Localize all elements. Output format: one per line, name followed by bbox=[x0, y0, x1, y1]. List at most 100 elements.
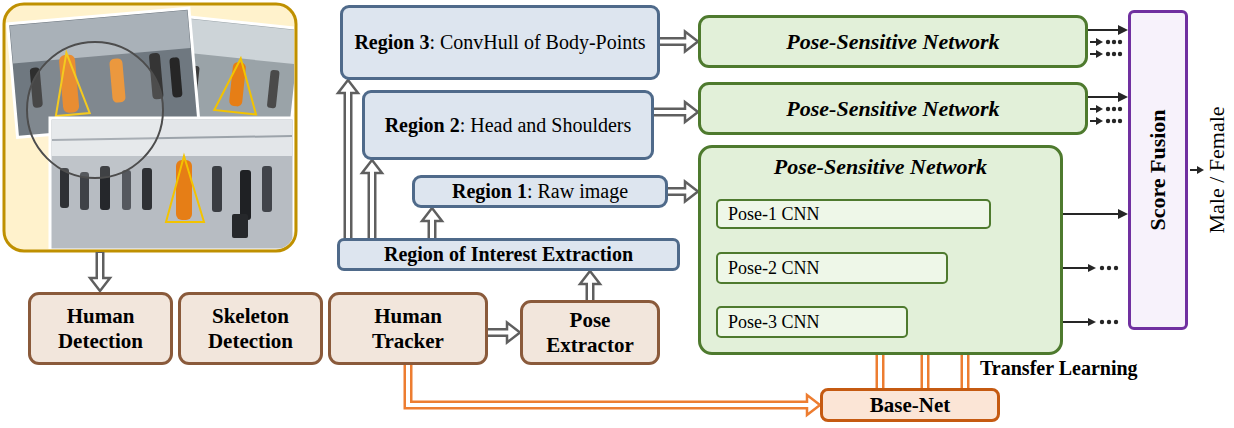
annotation-label: Transfer Learning bbox=[980, 357, 1138, 380]
connector-core bbox=[370, 171, 374, 238]
ellipsis-dot bbox=[1112, 119, 1116, 123]
node-label: Region 1 bbox=[452, 180, 527, 202]
ellipsis-dot bbox=[1114, 266, 1118, 270]
node-label: Human Detection bbox=[58, 304, 143, 352]
node-label: : ConvHull of Body-Points bbox=[429, 31, 645, 53]
ellipsis-dot bbox=[1107, 266, 1111, 270]
ellipsis-dot bbox=[1112, 40, 1116, 44]
node-text: Score Fusion bbox=[1145, 109, 1170, 230]
arrow-head bbox=[1118, 92, 1128, 102]
connector-line bbox=[1088, 29, 1118, 31]
node-label: Pose-3 CNN bbox=[728, 312, 820, 332]
output-label: Male / Female bbox=[1204, 106, 1229, 233]
tracked-person bbox=[176, 160, 192, 220]
crowd bbox=[122, 170, 131, 210]
output-head bbox=[1096, 50, 1103, 58]
connector-line bbox=[1088, 96, 1118, 98]
node-label: Base-Net bbox=[870, 393, 950, 417]
node-text: Region 3: ConvHull of Body-Points bbox=[354, 31, 645, 54]
ellipsis-dot bbox=[1106, 40, 1110, 44]
arrow-head bbox=[1118, 25, 1128, 35]
region-box: Region 3: ConvHull of Body-Points bbox=[340, 5, 660, 80]
score-arrow bbox=[1088, 25, 1128, 35]
person bbox=[169, 57, 182, 98]
connector-core bbox=[346, 91, 350, 238]
process-box: Human Detection bbox=[28, 292, 173, 365]
node-text: Pose-Sensitive Network bbox=[786, 29, 999, 54]
ellipsis-dot bbox=[1112, 107, 1116, 111]
ellipsis-dot bbox=[1118, 52, 1122, 56]
network-box: Pose-Sensitive Network bbox=[698, 82, 1088, 135]
cnn-box: Pose-2 CNN bbox=[716, 252, 948, 284]
node-text: Pose-3 CNN bbox=[728, 312, 820, 333]
photo-ceiling bbox=[182, 19, 294, 65]
input-arrow bbox=[90, 252, 110, 291]
skeleton-triangle bbox=[166, 156, 204, 222]
connector-core bbox=[668, 190, 687, 194]
output-head bbox=[1096, 38, 1103, 46]
connector-core bbox=[654, 110, 687, 114]
node-label: Pose-1 CNN bbox=[728, 204, 820, 224]
output-head bbox=[1088, 318, 1096, 326]
node-label: Skeleton Detection bbox=[208, 304, 293, 352]
node-text: Human Tracker bbox=[337, 304, 479, 352]
flow-arrow bbox=[338, 80, 358, 238]
node-text: Human Detection bbox=[37, 304, 164, 352]
region-box: Region 1: Raw image bbox=[412, 175, 668, 208]
ellipsis-dot bbox=[1100, 320, 1104, 324]
node-label: Human Tracker bbox=[372, 304, 444, 352]
node-text: Region of Interest Extraction bbox=[384, 243, 633, 266]
ellipsis-dot bbox=[1112, 52, 1116, 56]
suitcase bbox=[232, 214, 248, 238]
ellipsis-dot bbox=[1106, 107, 1110, 111]
person bbox=[267, 70, 280, 109]
fusion-box: Score Fusion bbox=[1128, 10, 1188, 330]
node-label: : Head and Shoulders bbox=[460, 114, 632, 136]
output-line bbox=[1190, 169, 1197, 171]
node-label: : Raw image bbox=[527, 180, 628, 202]
connector-line bbox=[408, 365, 807, 405]
output-head bbox=[1096, 105, 1103, 113]
ellipsis-dot bbox=[1106, 119, 1110, 123]
output-head bbox=[1088, 264, 1096, 272]
network-container: Pose-Sensitive NetworkPose-1 CNN Pose-2 C… bbox=[698, 145, 1063, 355]
node-text: Pose-1 CNN bbox=[728, 204, 820, 225]
process-box: Human Tracker bbox=[328, 292, 488, 365]
node-text: Pose Extractor bbox=[529, 308, 651, 356]
network-box: Pose-Sensitive Network bbox=[698, 15, 1088, 68]
output-line bbox=[1090, 53, 1096, 55]
ellipsis-dot bbox=[1118, 119, 1122, 123]
connector-core bbox=[588, 282, 592, 300]
node-text: Base-Net bbox=[870, 393, 950, 417]
output-line bbox=[1090, 120, 1096, 122]
ellipsis-dot bbox=[1114, 320, 1118, 324]
crowd bbox=[212, 166, 222, 212]
flow-arrow bbox=[488, 323, 520, 343]
process-box: Skeleton Detection bbox=[178, 292, 323, 365]
transfer-arrow bbox=[408, 365, 820, 415]
connector-core bbox=[488, 331, 509, 335]
node-text: Region 1: Raw image bbox=[452, 180, 628, 203]
flow-arrow bbox=[660, 32, 698, 52]
node-label: Region 3 bbox=[354, 31, 429, 53]
process-box: Pose Extractor bbox=[520, 300, 660, 365]
score-arrow bbox=[1088, 92, 1128, 102]
node-text: Skeleton Detection bbox=[187, 304, 314, 352]
base-net-box: Base-Net bbox=[820, 388, 1000, 422]
crowd bbox=[60, 168, 69, 208]
node-label: Score Fusion bbox=[1145, 109, 1170, 230]
node-label: Pose Extractor bbox=[546, 308, 633, 356]
node-label: Pose-Sensitive Network bbox=[774, 154, 987, 179]
ellipsis-dot bbox=[1118, 40, 1122, 44]
ellipsis-dot bbox=[1106, 52, 1110, 56]
arrow-core bbox=[98, 253, 102, 280]
node-label: Pose-Sensitive Network bbox=[786, 29, 999, 54]
node-label: Pose-Sensitive Network bbox=[786, 96, 999, 121]
node-label: Pose-2 CNN bbox=[728, 258, 820, 278]
crowd bbox=[262, 166, 272, 212]
arrow-shaft bbox=[96, 252, 105, 279]
flow-arrow bbox=[654, 102, 698, 122]
process-box: Region of Interest Extraction bbox=[337, 238, 680, 271]
flow-arrow bbox=[422, 208, 442, 238]
output-line bbox=[1090, 108, 1096, 110]
